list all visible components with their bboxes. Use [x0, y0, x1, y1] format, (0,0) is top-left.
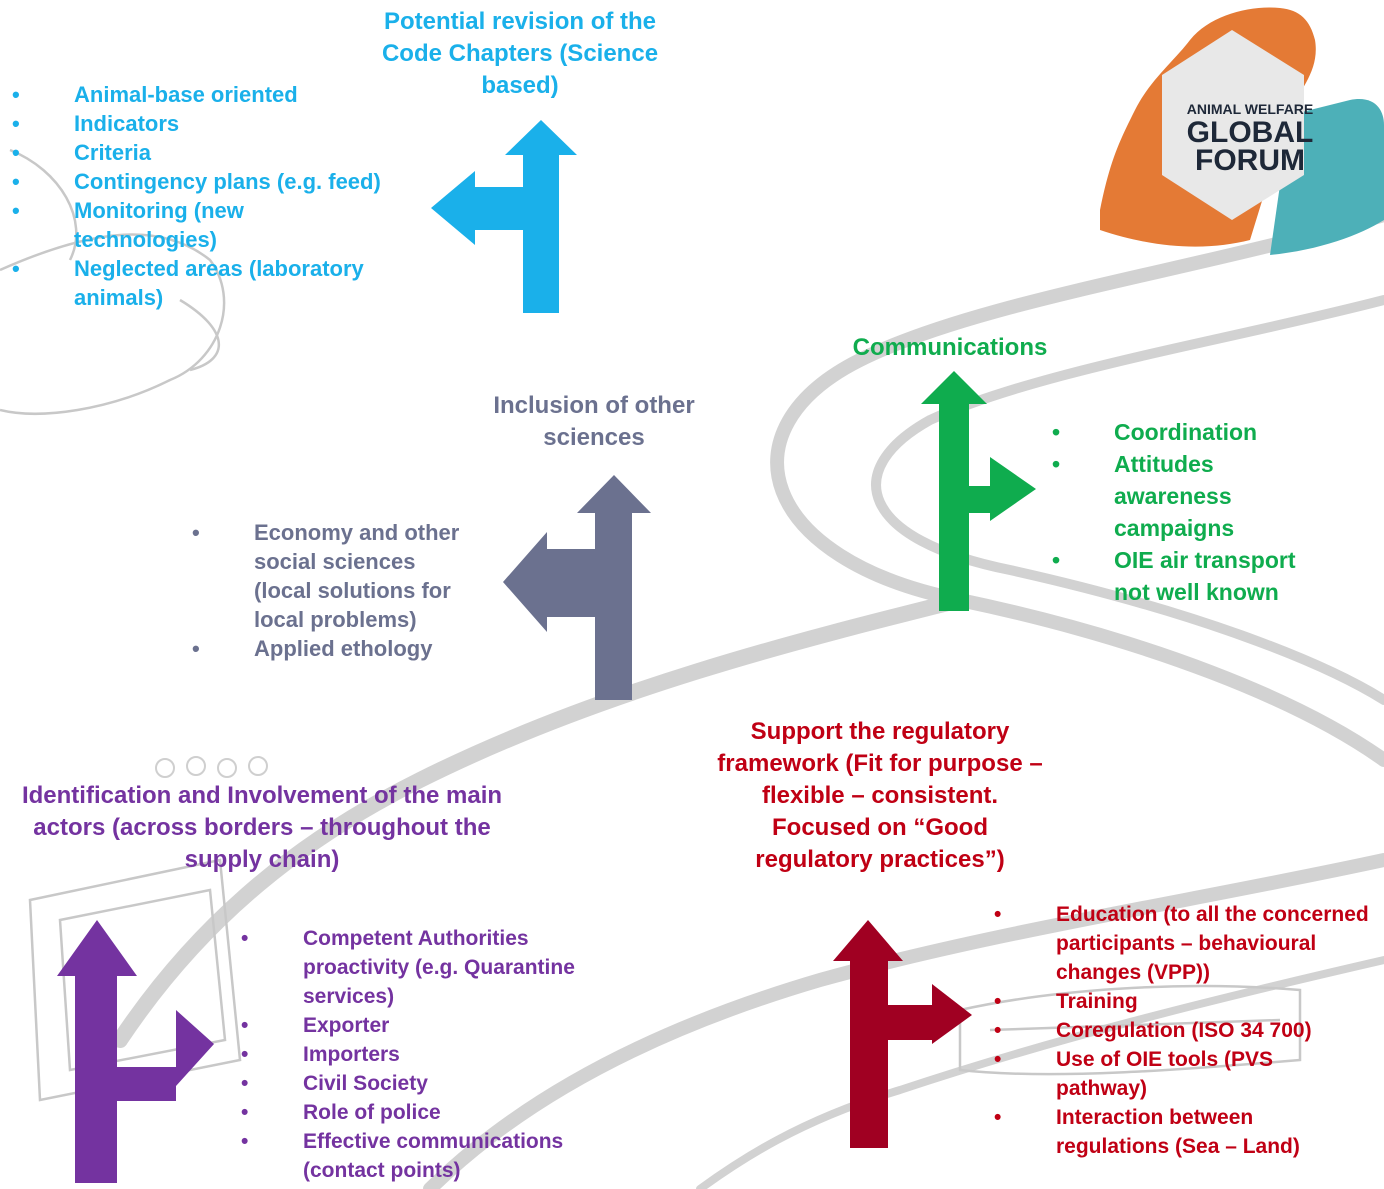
list-item: Animal-base oriented	[12, 80, 422, 109]
regulatory-heading: Support the regulatory framework (Fit fo…	[717, 718, 1043, 873]
list-item: Neglected areas (laboratory animals)	[12, 254, 422, 312]
other-sciences-heading: Inclusion of other sciences	[493, 392, 695, 451]
list-item: Role of police	[241, 1098, 621, 1127]
signpost-code-chapters	[431, 120, 577, 313]
list-item: Attitudes awareness campaigns	[1052, 448, 1300, 544]
list-item: Applied ethology	[192, 634, 467, 663]
list-item: Coregulation (ISO 34 700)	[994, 1016, 1374, 1045]
list-item: Education (to all the concerned particip…	[994, 900, 1374, 987]
list-item: OIE air transport not well known	[1052, 544, 1300, 608]
list-item: Coordination	[1052, 416, 1300, 448]
logo-line-2: GLOBAL	[1186, 116, 1314, 149]
logo-line-3: FORUM	[1195, 144, 1305, 177]
regulatory-list: Education (to all the concerned particip…	[994, 900, 1374, 1161]
signpost-communications	[921, 371, 1036, 611]
list-item: Competent Authorities proactivity (e.g. …	[241, 924, 621, 1011]
list-item: Use of OIE tools (PVS pathway)	[994, 1045, 1374, 1103]
other-sciences-list: Economy and other social sciences (local…	[192, 518, 467, 663]
main-actors-list: Competent Authorities proactivity (e.g. …	[241, 924, 621, 1185]
signpost-regulatory	[833, 920, 972, 1148]
list-item: Interaction between regulations (Sea – L…	[994, 1103, 1374, 1161]
communications-list: Coordination Attitudes awareness campaig…	[1052, 416, 1300, 608]
list-item: Civil Society	[241, 1069, 621, 1098]
list-item: Training	[994, 987, 1374, 1016]
list-item: Criteria	[12, 138, 422, 167]
communications-heading: Communications	[852, 334, 1048, 361]
logo-line-1: ANIMAL WELFARE	[1186, 101, 1314, 117]
list-item: Economy and other social sciences (local…	[192, 518, 467, 634]
signpost-main-actors	[57, 920, 214, 1183]
list-item: Exporter	[241, 1011, 621, 1040]
code-chapters-heading: Potential revision of the Code Chapters …	[381, 8, 659, 99]
signpost-other-sciences	[503, 475, 651, 700]
list-item: Importers	[241, 1040, 621, 1069]
animal-welfare-global-forum-logo	[1100, 7, 1384, 255]
list-item: Monitoring (new technologies)	[12, 196, 422, 254]
main-actors-heading: Identification and Involvement of the ma…	[21, 782, 503, 873]
code-chapters-list: Animal-base oriented Indicators Criteria…	[12, 80, 422, 312]
list-item: Indicators	[12, 109, 422, 138]
list-item: Effective communications (contact points…	[241, 1127, 621, 1185]
list-item: Contingency plans (e.g. feed)	[12, 167, 422, 196]
